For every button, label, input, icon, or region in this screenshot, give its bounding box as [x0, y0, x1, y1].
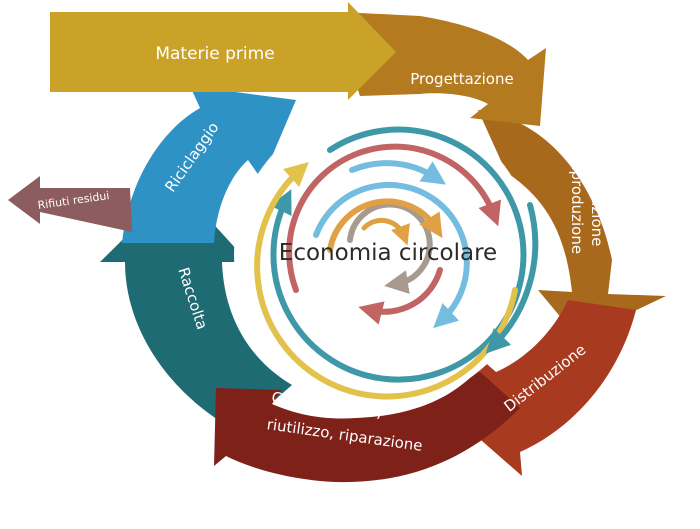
- spiral-yellow-outer: [254, 161, 518, 400]
- riciclaggio-arrow: [122, 86, 296, 243]
- label-produzione: Produzione: [588, 164, 606, 247]
- label-progettazione: Progettazione: [410, 70, 513, 88]
- spiral-teal-right: [485, 202, 539, 354]
- spiral-blue-upper: [349, 160, 447, 185]
- inner-spirals: [254, 126, 539, 400]
- distribuzione-arrow: [458, 300, 636, 476]
- produzione-arrow: [478, 110, 666, 338]
- spiral-blue-mid: [313, 181, 470, 329]
- spiral-orange-inner: [327, 198, 443, 253]
- spiral-red-mid: [286, 143, 501, 293]
- spiral-red-inner: [358, 267, 443, 325]
- materie-prime-arrow: [50, 2, 396, 100]
- label-center: Economia circolare: [279, 240, 497, 266]
- progettazione-arrow: [340, 12, 546, 126]
- consumo-arrow: [214, 370, 520, 483]
- label-materie-prime: Materie prime: [155, 44, 274, 64]
- rifiuti-residui-arrow: [8, 176, 132, 232]
- spiral-orange-small: [361, 217, 410, 246]
- raccolta-arrow: [100, 185, 292, 432]
- label-riproduzione: Riproduzione: [568, 156, 586, 254]
- spiral-gray-inner: [347, 201, 433, 294]
- inner-disc: [234, 105, 534, 405]
